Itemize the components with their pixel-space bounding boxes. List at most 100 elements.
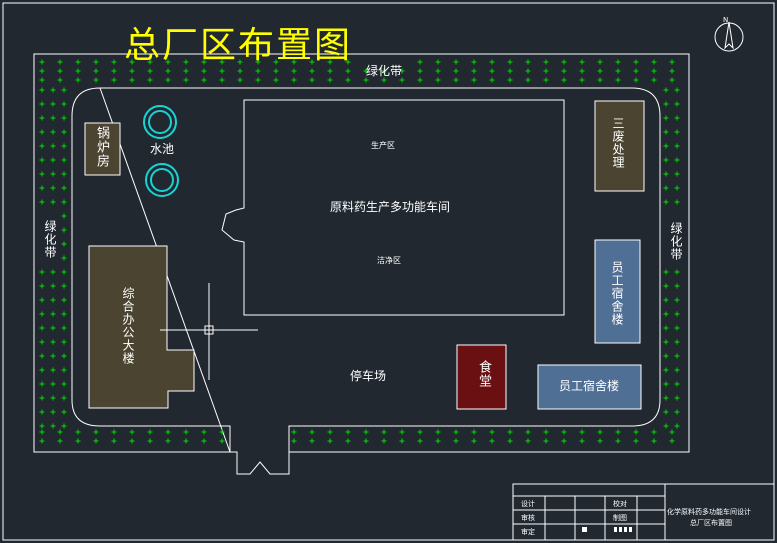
greenbelt-plus-mark xyxy=(561,77,567,83)
title-block-approve: 审定 xyxy=(521,528,535,536)
greenbelt-plus-mark xyxy=(663,157,669,163)
greenbelt-plus-mark xyxy=(39,438,45,444)
greenbelt-plus-mark xyxy=(345,77,351,83)
greenbelt-plus-mark xyxy=(50,87,56,93)
greenbelt-plus-mark xyxy=(61,199,67,205)
greenbelt-plus-mark xyxy=(39,77,45,83)
greenbelt-plus-mark xyxy=(381,68,387,74)
greenbelt-plus-mark xyxy=(651,68,657,74)
greenbelt-plus-mark xyxy=(39,59,45,65)
greenbelt-plus-mark xyxy=(615,68,621,74)
greenbelt-plus-mark xyxy=(363,438,369,444)
greenbelt-plus-mark xyxy=(39,185,45,191)
greenbelt-plus-mark xyxy=(674,157,680,163)
greenbelt-plus-mark xyxy=(111,68,117,74)
greenbelt-plus-mark xyxy=(129,438,135,444)
greenbelt-plus-mark xyxy=(651,429,657,435)
greenbelt-plus-mark xyxy=(669,429,675,435)
greenbelt-plus-mark xyxy=(93,429,99,435)
greenbelt-plus-mark xyxy=(615,59,621,65)
greenbelt-plus-mark xyxy=(219,68,225,74)
greenbelt-plus-mark xyxy=(453,438,459,444)
greenbelt-plus-mark xyxy=(507,438,513,444)
greenbelt-plus-mark xyxy=(237,77,243,83)
greenbelt-plus-mark xyxy=(561,438,567,444)
greenbelt-plus-mark xyxy=(61,171,67,177)
greenbelt-plus-mark xyxy=(57,68,63,74)
greenbelt-plus-mark xyxy=(399,77,405,83)
greenbelt-plus-mark xyxy=(39,367,45,373)
greenbelt-plus-mark xyxy=(61,381,67,387)
greenbelt-plus-mark xyxy=(615,429,621,435)
greenbelt-plus-mark xyxy=(201,77,207,83)
title-block-drawing-name: 总厂区布置图 xyxy=(690,519,732,527)
greenbelt-plus-mark xyxy=(39,381,45,387)
greenbelt-plus-mark xyxy=(471,59,477,65)
greenbelt-plus-mark xyxy=(579,429,585,435)
canteen-building xyxy=(456,344,507,410)
greenbelt-plus-mark xyxy=(633,77,639,83)
greenbelt-plus-mark xyxy=(57,59,63,65)
greenbelt-plus-mark xyxy=(525,438,531,444)
greenbelt-plus-mark xyxy=(453,68,459,74)
greenbelt-plus-mark xyxy=(417,68,423,74)
greenbelt-plus-mark xyxy=(489,59,495,65)
greenbelt-plus-mark xyxy=(674,143,680,149)
greenbelt-plus-mark xyxy=(61,423,67,429)
greenbelt-plus-mark xyxy=(381,429,387,435)
greenbelt-plus-mark xyxy=(165,59,171,65)
compass-north-label: N xyxy=(723,16,729,24)
waste-treatment-building xyxy=(594,100,645,192)
greenbelt-plus-mark xyxy=(507,59,513,65)
greenbelt-plus-mark xyxy=(525,77,531,83)
greenbelt-plus-mark xyxy=(255,59,261,65)
greenbelt-plus-mark xyxy=(93,77,99,83)
greenbelt-plus-mark xyxy=(663,283,669,289)
greenbelt-plus-mark xyxy=(61,241,67,247)
greenbelt-plus-mark xyxy=(561,68,567,74)
greenbelt-plus-mark xyxy=(507,77,513,83)
greenbelt-plus-mark xyxy=(663,381,669,387)
greenbelt-plus-mark xyxy=(39,325,45,331)
greenbelt-plus-mark xyxy=(561,429,567,435)
greenbelt-plus-mark xyxy=(147,77,153,83)
greenbelt-plus-mark xyxy=(417,59,423,65)
greenbelt-plus-mark xyxy=(633,429,639,435)
greenbelt-plus-mark xyxy=(417,438,423,444)
site-boundary xyxy=(33,53,690,475)
greenbelt-plus-mark xyxy=(674,185,680,191)
greenbelt-plus-mark xyxy=(50,381,56,387)
greenbelt-planting xyxy=(39,59,680,444)
greenbelt-plus-mark xyxy=(61,353,67,359)
title-block-project: 化学原料药多功能车间设计 xyxy=(667,508,751,516)
greenbelt-plus-mark xyxy=(669,59,675,65)
greenbelt-plus-mark xyxy=(50,115,56,121)
greenbelt-plus-mark xyxy=(471,438,477,444)
greenbelt-plus-mark xyxy=(39,157,45,163)
greenbelt-plus-mark xyxy=(255,68,261,74)
greenbelt-plus-mark xyxy=(363,77,369,83)
greenbelt-plus-mark xyxy=(663,171,669,177)
greenbelt-plus-mark xyxy=(327,429,333,435)
greenbelt-plus-mark xyxy=(61,213,67,219)
greenbelt-plus-mark xyxy=(50,171,56,177)
greenbelt-plus-mark xyxy=(345,429,351,435)
pool-ring-inner xyxy=(150,168,174,192)
drawing-title: 总厂区布置图 xyxy=(124,25,353,66)
greenbelt-plus-mark xyxy=(663,269,669,275)
boiler-room xyxy=(84,122,121,176)
greenbelt-plus-mark xyxy=(345,59,351,65)
greenbelt-plus-mark xyxy=(165,429,171,435)
greenbelt-plus-mark xyxy=(674,367,680,373)
greenbelt-plus-mark xyxy=(50,269,56,275)
greenbelt-plus-mark xyxy=(663,101,669,107)
greenbelt-plus-mark xyxy=(597,59,603,65)
greenbelt-plus-mark xyxy=(507,68,513,74)
dormitory-2-label: 员工宿舍楼 xyxy=(559,379,620,393)
greenbelt-plus-mark xyxy=(669,438,675,444)
dormitory-2 xyxy=(537,364,642,410)
greenbelt-plus-mark xyxy=(309,429,315,435)
greenbelt-plus-mark xyxy=(50,199,56,205)
greenbelt-plus-mark xyxy=(674,339,680,345)
greenbelt-plus-mark xyxy=(345,438,351,444)
